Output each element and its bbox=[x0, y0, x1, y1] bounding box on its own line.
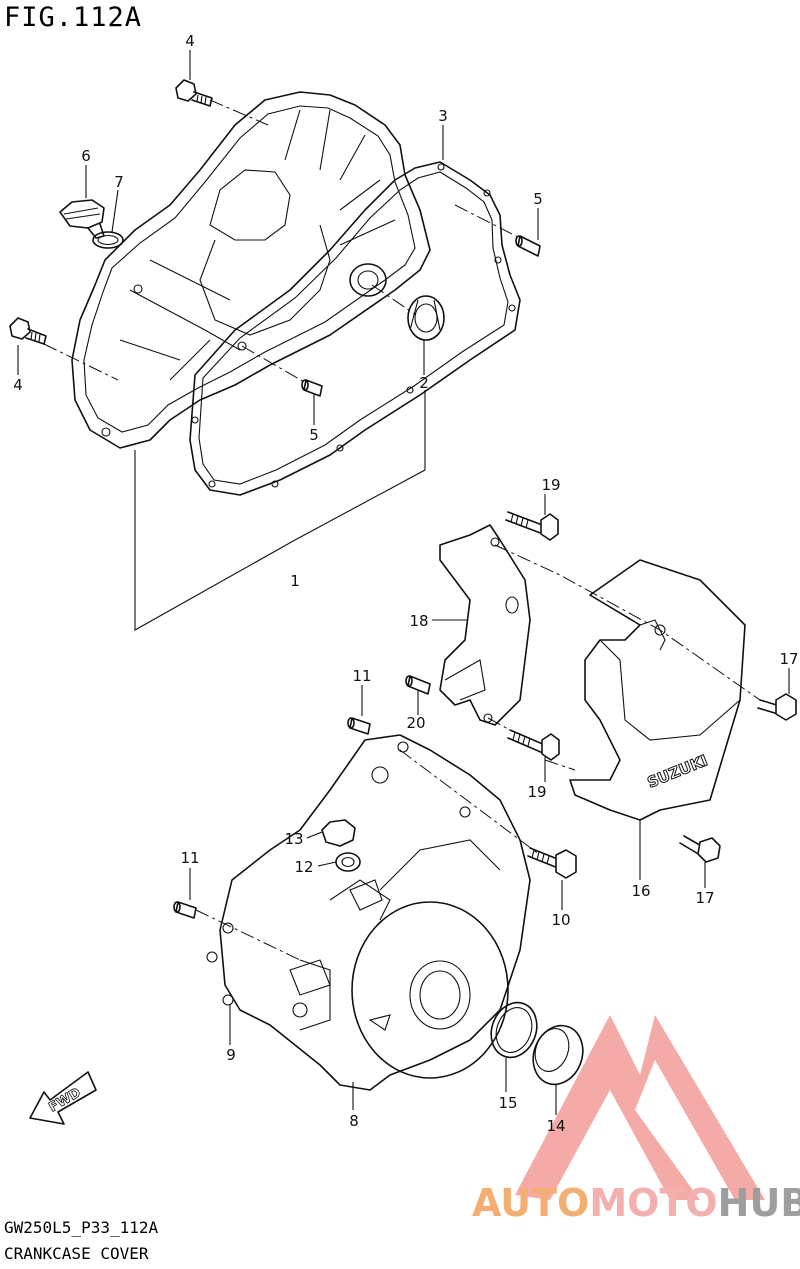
part-label-18: 18 bbox=[409, 612, 428, 630]
leader-lines bbox=[17, 50, 790, 1115]
part-label-19-bottom: 19 bbox=[527, 783, 546, 801]
part-label-3: 3 bbox=[438, 107, 448, 125]
part-label-17-right: 17 bbox=[779, 650, 798, 668]
bolt-4-left bbox=[9, 317, 47, 345]
fwd-arrow-icon: FWD bbox=[29, 1071, 97, 1125]
part-label-6: 6 bbox=[81, 147, 91, 165]
part-label-2: 2 bbox=[419, 374, 429, 392]
logo-text-moto: MOTO bbox=[589, 1181, 717, 1225]
figure-name: CRANKCASE COVER bbox=[4, 1244, 149, 1263]
part-label-12: 12 bbox=[294, 858, 313, 876]
part-label-11-left: 11 bbox=[180, 849, 199, 867]
figure-title: FIG.112A bbox=[4, 2, 143, 33]
o-ring-7 bbox=[92, 231, 124, 249]
logo-text-auto: AUTO bbox=[472, 1181, 589, 1225]
part-label-1: 1 bbox=[290, 572, 300, 590]
part-label-16: 16 bbox=[631, 882, 650, 900]
bolt-19-top bbox=[505, 511, 559, 541]
part-label-7: 7 bbox=[114, 173, 124, 191]
oil-filler-plug bbox=[59, 199, 105, 239]
gasket bbox=[189, 161, 521, 496]
dowel-pin-5-center bbox=[301, 379, 323, 397]
part-label-14: 14 bbox=[546, 1117, 565, 1135]
logo-text-hub: HUB bbox=[718, 1181, 800, 1225]
cap-14 bbox=[532, 1024, 584, 1086]
plug-13 bbox=[321, 819, 356, 847]
dowel-20 bbox=[405, 675, 431, 695]
automotohub-logo: AUTOMOTOHUB bbox=[472, 1015, 800, 1225]
part-label-10: 10 bbox=[551, 911, 570, 929]
dowel-11-top bbox=[347, 717, 371, 735]
bracket-18 bbox=[439, 524, 531, 726]
svg-text:AUTOMOTOHUB: AUTOMOTOHUB bbox=[472, 1181, 800, 1225]
part-label-19-top: 19 bbox=[541, 476, 560, 494]
dowel-pin-5-right bbox=[515, 235, 541, 257]
bolt-17-right bbox=[757, 693, 797, 721]
dowel-11-left bbox=[173, 901, 197, 919]
part-label-5-center: 5 bbox=[309, 426, 319, 444]
part-label-8: 8 bbox=[349, 1112, 359, 1130]
part-labels: 4 6 7 3 5 4 2 5 1 19 18 17 11 20 19 13 1… bbox=[13, 32, 798, 1135]
part-label-5-right: 5 bbox=[533, 190, 543, 208]
bolt-4-top bbox=[175, 79, 213, 107]
figure-code: GW250L5_P33_112A bbox=[4, 1218, 159, 1237]
cover-16: SUZUKI bbox=[569, 559, 746, 821]
part-label-15: 15 bbox=[498, 1094, 517, 1112]
part-label-9: 9 bbox=[226, 1046, 236, 1064]
bolt-19-bottom bbox=[507, 729, 560, 761]
part-label-17-bottom: 17 bbox=[695, 889, 714, 907]
o-ring-15 bbox=[490, 1001, 538, 1059]
part-label-11-top: 11 bbox=[352, 667, 371, 685]
generator-cover-8 bbox=[206, 734, 531, 1091]
part-label-4-top: 4 bbox=[185, 32, 195, 50]
part-label-20: 20 bbox=[406, 714, 425, 732]
part-label-4-left: 4 bbox=[13, 376, 23, 394]
oil-seal-2 bbox=[407, 295, 445, 341]
clutch-cover bbox=[71, 91, 431, 449]
part-label-13: 13 bbox=[284, 830, 303, 848]
bolt-17-bottom bbox=[679, 835, 721, 863]
bolt-10 bbox=[527, 847, 577, 879]
